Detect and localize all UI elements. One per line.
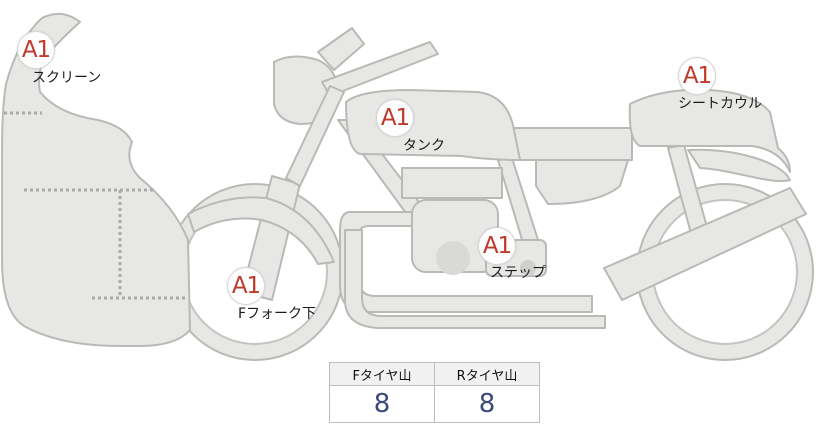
step-label: ステップ [490,265,546,281]
tire-tread-value-row: 8 8 [329,385,540,423]
front-tire-tread-value: 8 [329,385,435,423]
tire-tread-table: Fタイヤ山 Rタイヤ山 8 8 [329,362,540,423]
screen-label: スクリーン [32,70,102,86]
engine-head [401,167,503,199]
engine-cover [436,241,470,275]
seat-cowl-grade-badge[interactable]: A1 [678,57,716,95]
seat [509,127,633,161]
seat-cowl-label: シートカウル [678,96,762,112]
windscreen [1,12,191,347]
front-fender [187,196,335,265]
front-fork-label: Fフォーク下 [238,306,317,322]
front-fork-grade-badge[interactable]: A1 [227,267,265,305]
tank-label: タンク [403,138,445,154]
front-tire-tread-header: Fタイヤ山 [329,362,435,386]
step-grade-badge[interactable]: A1 [478,227,516,265]
exhaust-pipe [339,211,593,313]
swingarm [603,187,807,301]
exhaust-pipe-lower [344,229,606,329]
rear-tire-tread-value: 8 [434,385,540,423]
side-panel [535,159,629,205]
tank-grade-badge[interactable]: A1 [376,99,414,137]
screen-grade-badge[interactable]: A1 [17,31,55,69]
rear-fender [687,148,791,182]
tire-tread-header-row: Fタイヤ山 Rタイヤ山 [329,362,540,386]
footpeg [520,260,536,276]
handlebar-riser [317,27,365,71]
rear-tire-tread-header: Rタイヤ山 [434,362,540,386]
front-fork-upper [285,85,345,187]
